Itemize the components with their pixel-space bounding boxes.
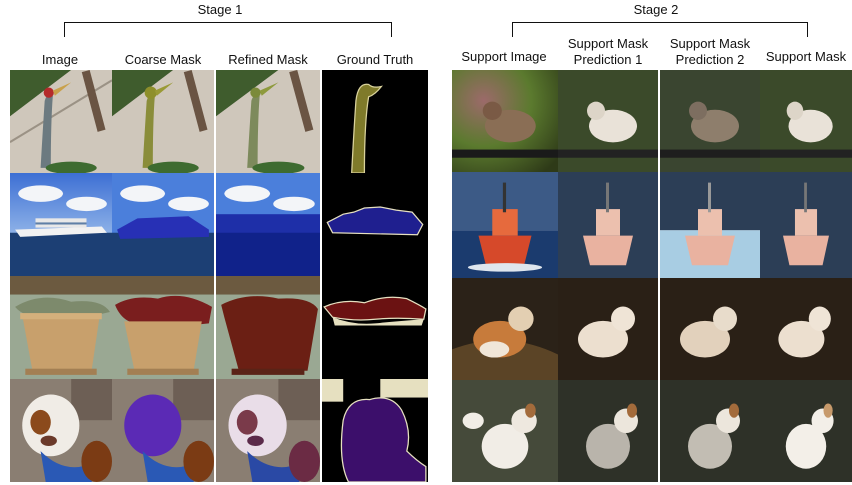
s1-r2-refined-mask [216,173,320,276]
s2-r1-pred2 [660,70,760,172]
s1-r3-coarse-mask [112,276,214,379]
s1-r1-ground-truth [322,70,428,173]
s2-r2-pred2 [660,172,760,278]
s2-r3-support-image [452,278,558,380]
s1-r2-coarse-mask [112,173,214,276]
s1-r1-coarse-mask [112,70,214,173]
s1-r1-image [10,70,112,173]
s1-r2-image [10,173,112,276]
s2-r3-pred2 [660,278,760,380]
stage2-title: Stage 2 [633,2,679,17]
s2-r3-support-mask [760,278,852,380]
s2-r3-pred1 [558,278,658,380]
s1-r4-coarse-mask [112,379,214,482]
col-coarse-mask-label: Coarse Mask [124,52,202,67]
col-image-label: Image [41,52,79,67]
col-support-pred1-label: Support Mask Prediction 1 [567,36,649,67]
s1-r2-ground-truth [322,173,428,276]
s1-r1-refined-mask [216,70,320,173]
s2-r1-pred1 [558,70,658,172]
s2-r2-support-mask [760,172,852,278]
s1-r3-refined-mask [216,276,320,379]
s2-r1-support-image [452,70,558,172]
s2-r2-support-image [452,172,558,278]
stage1-bracket [64,22,392,37]
s2-r4-support-image [452,380,558,482]
col-ground-truth-label: Ground Truth [336,52,414,67]
s2-r4-pred2 [660,380,760,482]
stage2-bracket [512,22,808,37]
s2-r4-pred1 [558,380,658,482]
s1-r3-ground-truth [322,276,428,379]
col-support-mask-label: Support Mask [765,49,847,64]
col-refined-mask-label: Refined Mask [228,52,308,67]
s1-r3-image [10,276,112,379]
s1-r4-refined-mask [216,379,320,482]
stage1-title: Stage 1 [197,2,243,17]
s1-r4-image [10,379,112,482]
s2-r2-pred1 [558,172,658,278]
col-support-image-label: Support Image [461,49,547,64]
col-support-pred2-label: Support Mask Prediction 2 [669,36,751,67]
s2-r4-support-mask [760,380,852,482]
s2-r1-support-mask [760,70,852,172]
s1-r4-ground-truth [322,379,428,482]
